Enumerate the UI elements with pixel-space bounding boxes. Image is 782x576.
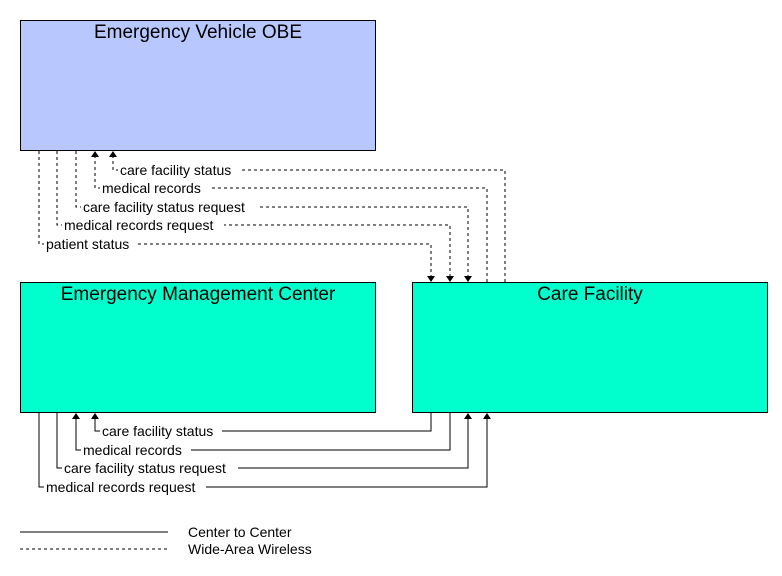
emergency-vehicle-obe-title: Emergency Vehicle OBE	[93, 22, 303, 43]
obe-care-arrowheads	[91, 151, 472, 282]
care-facility-title: Care Facility	[537, 284, 643, 305]
legend: Center to Center Wide-Area Wireless	[20, 524, 312, 557]
label-medical-records-emc: medical records	[83, 442, 182, 458]
flow-line-patient-status-to-care	[38, 151, 432, 277]
arrowhead-medical-records-emc	[72, 413, 80, 419]
arrowhead-care-facility-status-emc	[91, 413, 99, 419]
label-care-facility-status-obe: care facility status	[120, 162, 231, 178]
arrowhead-medical-records-request-care	[446, 276, 454, 282]
arrowhead-care-facility-status-request-care-2	[464, 413, 472, 419]
flow-line-care-facility-status-request-to-care-2	[56, 413, 469, 469]
flow-line-medical-records-to-obe	[94, 156, 488, 282]
label-patient-status-obe: patient status	[46, 236, 129, 252]
label-medical-records-obe: medical records	[102, 180, 201, 196]
emc-care-arrowheads	[72, 413, 491, 419]
arrowhead-care-facility-status-request-care	[464, 276, 472, 282]
emergency-management-center-box: Emergency Management Center	[20, 282, 376, 413]
arrowhead-care-facility-status-obe	[109, 151, 117, 157]
flow-line-care-facility-status-request-to-care	[75, 151, 469, 277]
label-care-facility-status-emc: care facility status	[102, 423, 213, 439]
flow-line-care-facility-status-to-emc	[94, 413, 432, 432]
flow-line-care-facility-status-to-obe	[112, 156, 506, 282]
flow-line-medical-records-request-to-care	[56, 151, 451, 277]
arrowhead-medical-records-request-care-2	[483, 413, 491, 419]
arrowhead-medical-records-obe	[91, 151, 99, 157]
label-care-facility-status-request-emc: care facility status request	[64, 460, 226, 476]
label-medical-records-request-emc: medical records request	[46, 479, 196, 495]
flow-line-medical-records-to-emc	[75, 413, 451, 451]
care-facility-box: Care Facility	[412, 282, 768, 413]
label-medical-records-request-obe: medical records request	[64, 217, 214, 233]
arrowhead-patient-status-care	[427, 276, 435, 282]
emergency-vehicle-obe-box: Emergency Vehicle OBE	[20, 20, 376, 151]
obe-care-flows	[38, 151, 506, 282]
legend-label-center-to-center: Center to Center	[188, 524, 292, 540]
flow-line-medical-records-request-to-care-2	[38, 413, 488, 488]
emergency-management-center-title: Emergency Management Center	[60, 284, 336, 305]
legend-label-wide-area-wireless: Wide-Area Wireless	[188, 541, 312, 557]
label-care-facility-status-request-obe: care facility status request	[83, 199, 245, 215]
emc-care-flows	[38, 413, 488, 488]
